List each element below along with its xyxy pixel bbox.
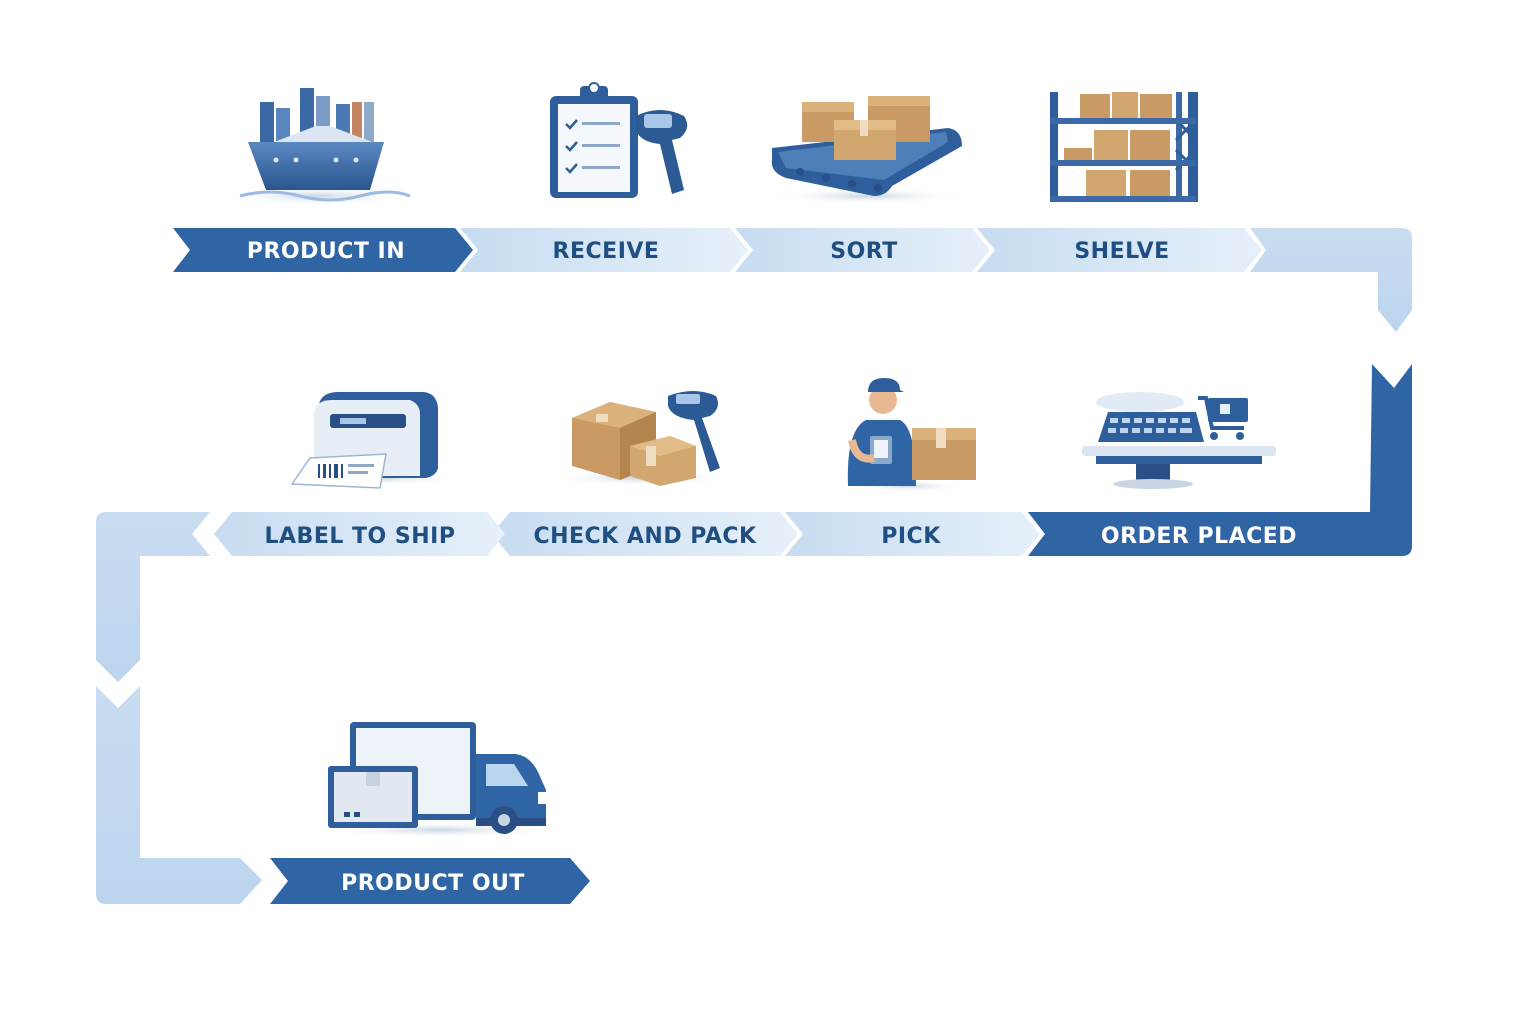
label-printer-icon <box>290 392 460 489</box>
step-receive-chevron <box>460 228 748 272</box>
step-shelve-chevron <box>977 228 1262 272</box>
step-sort-label: SORT <box>830 239 898 264</box>
delivery-truck-icon <box>320 722 560 838</box>
step-check-and-pack-chevron <box>492 512 798 556</box>
keyboard-cart-icon <box>1082 392 1276 489</box>
step-label-to-ship-chevron <box>214 512 505 556</box>
connector-top-right <box>1250 228 1412 332</box>
step-sort-chevron <box>735 228 990 272</box>
boxes-scanner-icon <box>550 391 730 486</box>
cargo-ship-icon <box>223 88 413 206</box>
step-pick-label: PICK <box>881 524 941 549</box>
step-receive-label: RECEIVE <box>553 239 660 264</box>
step-shelve-label: SHELVE <box>1074 239 1169 264</box>
connector-left-bottom <box>96 686 262 904</box>
step-pick-chevron <box>785 512 1040 556</box>
step-label-to-ship-label: LABEL TO SHIP <box>265 524 456 549</box>
connector-left-top <box>96 512 210 682</box>
clipboard-scanner-icon <box>550 82 688 198</box>
conveyor-boxes-icon <box>768 96 968 204</box>
step-product-in-chevron <box>173 228 473 272</box>
step-product-out-chevron <box>270 858 590 904</box>
step-product-in-label: PRODUCT IN <box>247 239 405 264</box>
step-order-placed-label: ORDER PLACED <box>1101 524 1297 549</box>
step-check-and-pack-label: CHECK AND PACK <box>533 524 757 549</box>
worker-picking-icon <box>847 378 976 492</box>
warehouse-shelf-icon <box>1050 92 1198 202</box>
connector-right-down <box>1028 364 1412 556</box>
step-product-out-label: PRODUCT OUT <box>341 871 525 896</box>
